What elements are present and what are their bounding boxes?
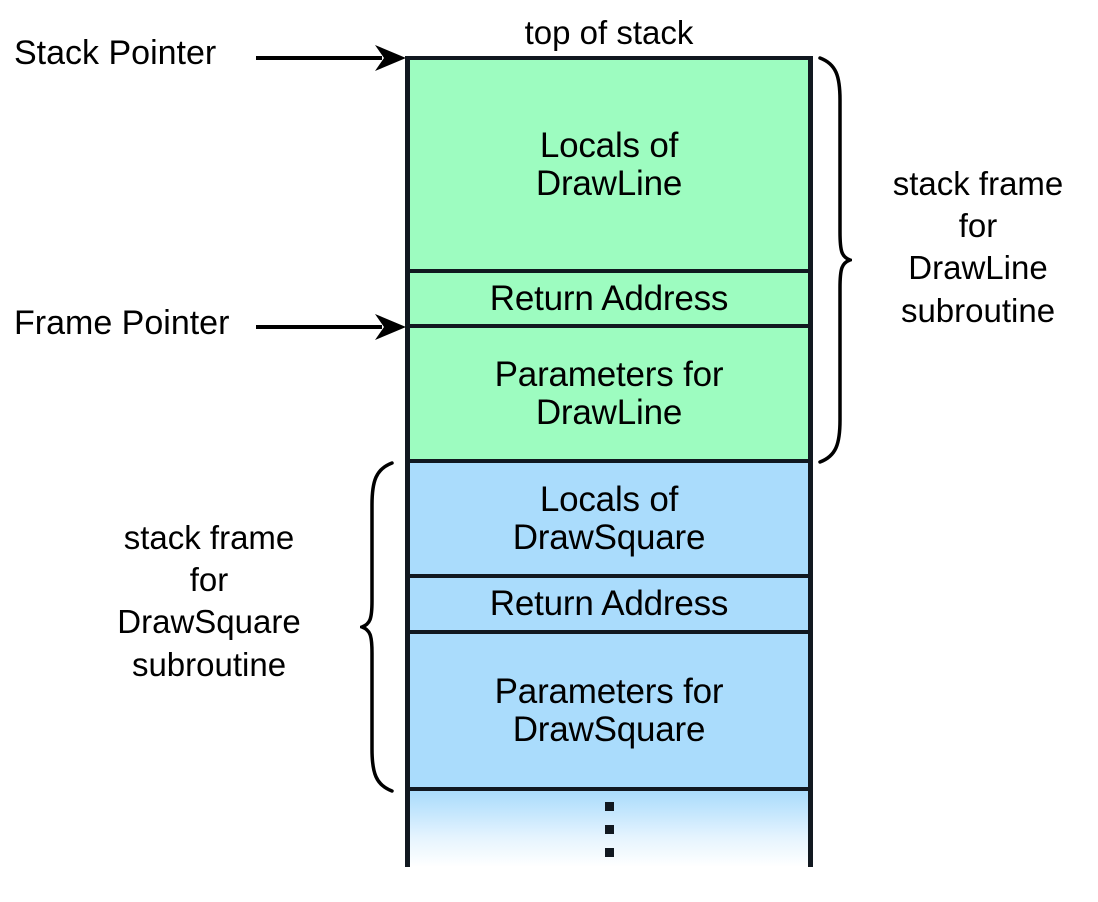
drawline-frame-bracket-label: stack frame for DrawLine subroutine (892, 165, 1064, 329)
stack-cell-parameters-drawline: Parameters for DrawLine (410, 328, 808, 463)
frame-pointer-label: Frame Pointer (14, 304, 230, 342)
vertical-ellipsis-icon (604, 801, 614, 857)
left-curly-brace-drawsquare (360, 461, 394, 793)
stack-cell-return-address-drawline: Return Address (410, 273, 808, 328)
arrow-right-icon (256, 45, 406, 71)
stack-column: Locals of DrawLine Return Address Parame… (405, 56, 813, 867)
stack-cell-locals-drawline: Locals of DrawLine (410, 56, 808, 273)
arrow-right-icon (256, 314, 406, 340)
stack-cell-locals-drawsquare: Locals of DrawSquare (410, 463, 808, 578)
stack-cell-return-address-drawsquare: Return Address (410, 578, 808, 634)
drawsquare-frame-bracket-label: stack frame for DrawSquare subroutine (117, 519, 301, 683)
stack-cell-parameters-drawsquare: Parameters for DrawSquare (410, 634, 808, 791)
right-curly-brace-drawline (818, 56, 852, 464)
top-of-stack-label: top of stack (524, 14, 694, 51)
stack-cell-continuation (410, 791, 808, 867)
stack-pointer-label: Stack Pointer (14, 34, 217, 72)
